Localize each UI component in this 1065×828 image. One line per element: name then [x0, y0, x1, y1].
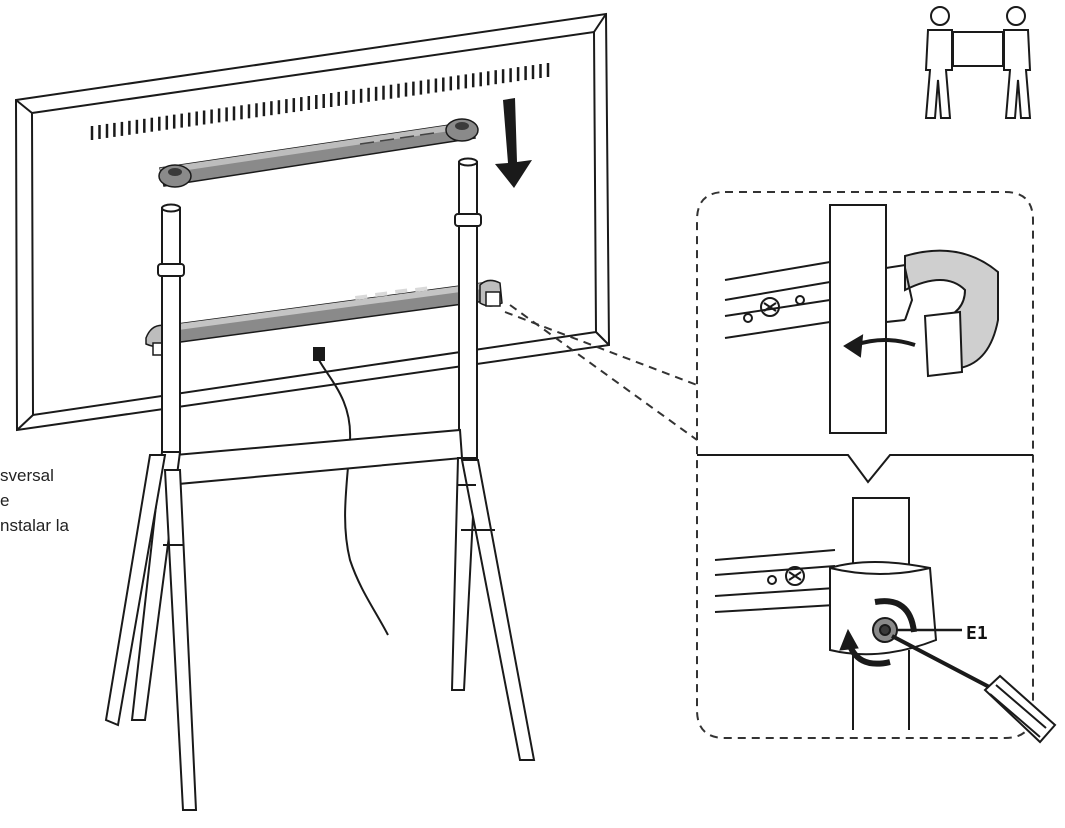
detail-clamp-open [724, 204, 999, 434]
down-arrow-icon [495, 98, 532, 188]
two-person-lift-icon [924, 6, 1032, 119]
easel-stand [104, 157, 536, 811]
tv-screen [14, 12, 611, 432]
instruction-text-line-1: sversal [0, 466, 54, 485]
instruction-text-line-2: e [0, 491, 10, 510]
detail-leader-lines [504, 304, 698, 441]
rotation-arrow-icon [839, 598, 917, 667]
detail-screw-tighten [714, 497, 1057, 744]
tv-vent-slots [90, 63, 550, 140]
part-callout-label: E1 [966, 623, 988, 644]
rotation-arrow-icon [843, 334, 916, 358]
lower-mounting-bracket [145, 279, 503, 356]
screwdriver-icon [891, 634, 1057, 744]
power-cable [313, 347, 389, 636]
instruction-text-line-3: nstalar la [0, 516, 69, 535]
top-mounting-bracket [158, 118, 479, 188]
